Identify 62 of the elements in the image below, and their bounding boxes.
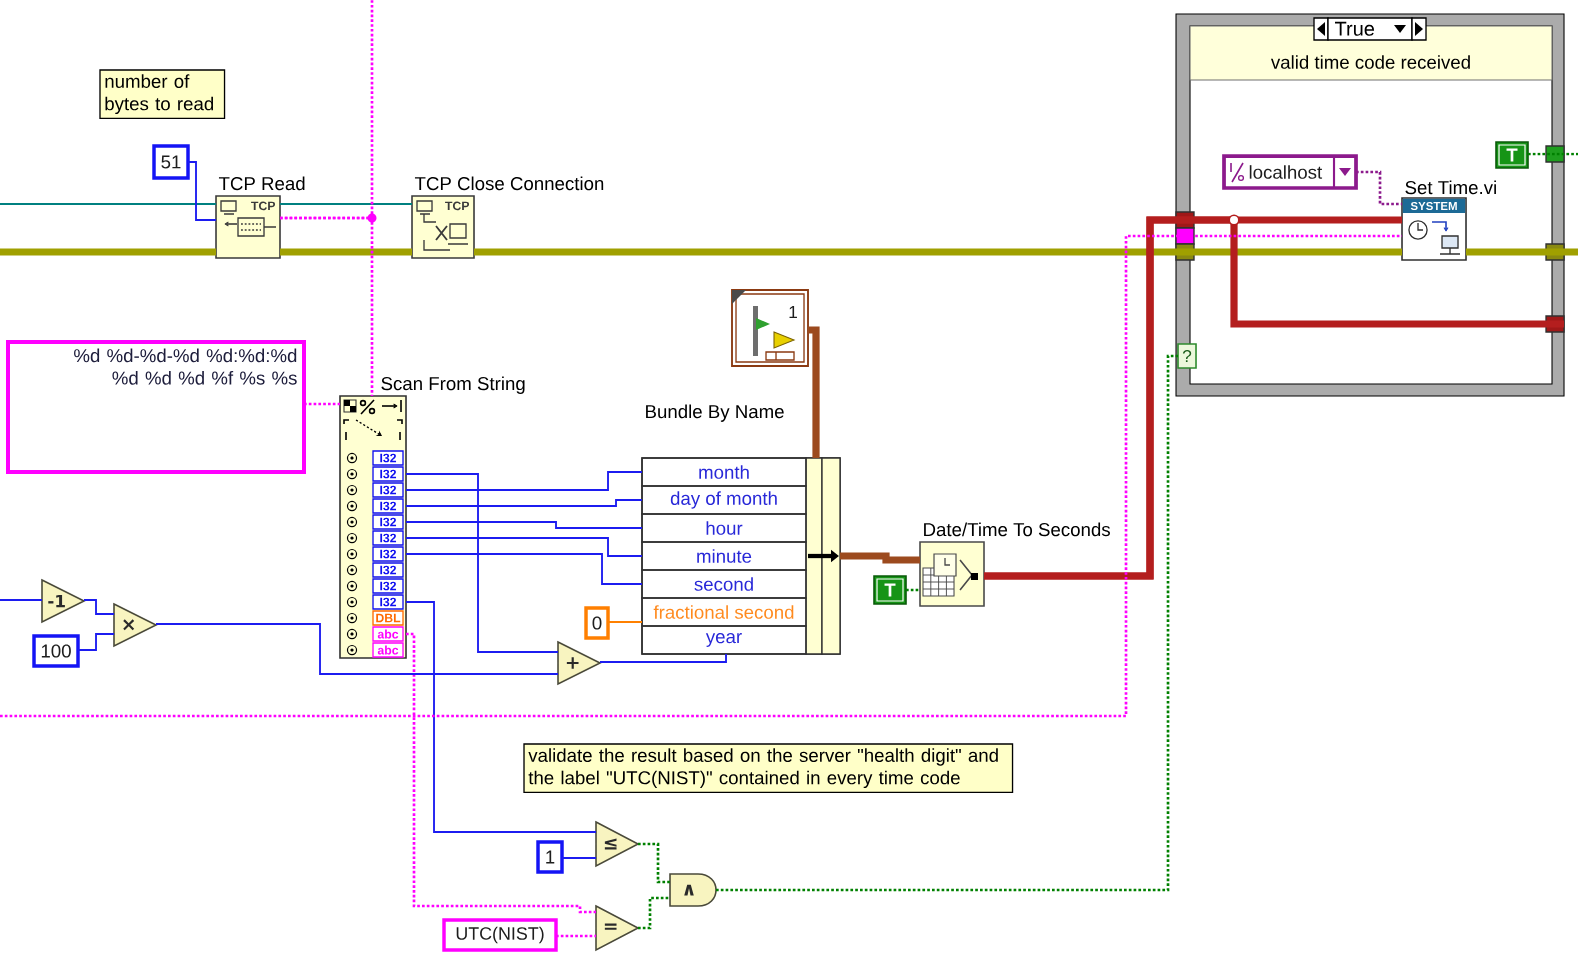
function-label: Bundle By Name bbox=[646, 404, 784, 422]
wire bbox=[984, 216, 1564, 580]
function-label: Date/Time To Seconds bbox=[924, 522, 1110, 537]
wire bbox=[1356, 170, 1402, 206]
element-row: hour bbox=[641, 513, 807, 543]
cluster-constant: 1 bbox=[731, 289, 809, 367]
wire bbox=[808, 326, 820, 458]
wire bbox=[0, 248, 216, 256]
function-label: Scan From String bbox=[381, 376, 525, 394]
wire bbox=[906, 588, 920, 592]
wire bbox=[0, 203, 217, 205]
function-label: TCP Close Connection bbox=[414, 176, 604, 191]
wire bbox=[405, 537, 643, 557]
wire bbox=[474, 248, 1402, 256]
wire bbox=[155, 623, 559, 675]
wire bbox=[405, 553, 643, 585]
numeric-constant: 0 bbox=[584, 606, 610, 640]
element-row: second bbox=[641, 569, 807, 599]
wire bbox=[599, 653, 727, 663]
boolean-constant: T bbox=[873, 575, 907, 605]
wire bbox=[304, 402, 340, 406]
element-row: month bbox=[641, 457, 807, 487]
wire bbox=[187, 161, 217, 221]
wire bbox=[405, 601, 597, 833]
wire bbox=[83, 599, 115, 615]
numeric-constant: 100 bbox=[32, 634, 80, 668]
selector-terminal: ? bbox=[1177, 343, 1197, 369]
wire bbox=[405, 499, 643, 507]
string-constant: %d %d-%d-%d %d:%d:%d %d %d %d %f %s %s bbox=[6, 340, 306, 474]
wire bbox=[607, 621, 643, 623]
function-label: TCP Read bbox=[218, 176, 305, 191]
wire bbox=[405, 473, 559, 653]
wire bbox=[406, 632, 596, 914]
wire bbox=[840, 552, 920, 564]
wire bbox=[279, 203, 413, 205]
boolean-constant: T bbox=[1495, 141, 1529, 169]
wire bbox=[77, 633, 115, 651]
numeric-constant: 1 bbox=[536, 840, 564, 874]
element-row: year bbox=[641, 625, 807, 655]
wire bbox=[716, 354, 1179, 892]
wire bbox=[0, 234, 1402, 718]
comment-box: number of bytes to read bbox=[99, 69, 226, 119]
wire bbox=[405, 521, 643, 529]
wire bbox=[561, 857, 597, 859]
wire bbox=[638, 842, 670, 884]
element-row: day of month bbox=[641, 485, 807, 515]
ring-constant: localhost bbox=[1222, 154, 1358, 190]
comment-box: validate the result based on the server "health digit" and the label "UTC(NIST)" contained in every time code bbox=[523, 743, 1014, 793]
numeric-constant: 51 bbox=[152, 144, 190, 180]
wire bbox=[280, 0, 374, 220]
wire bbox=[556, 934, 596, 938]
wire bbox=[280, 248, 412, 256]
wire bbox=[1528, 152, 1578, 156]
wire bbox=[0, 599, 43, 601]
wire bbox=[638, 896, 670, 930]
function-label: Set Time.vi bbox=[1405, 180, 1496, 195]
wire bbox=[405, 471, 643, 491]
wire bbox=[1466, 248, 1578, 256]
element-row: fractional second bbox=[641, 597, 807, 627]
string-constant: UTC(NIST) bbox=[442, 918, 558, 952]
and-gate: ∧ bbox=[669, 873, 717, 907]
element-row: minute bbox=[641, 541, 807, 571]
